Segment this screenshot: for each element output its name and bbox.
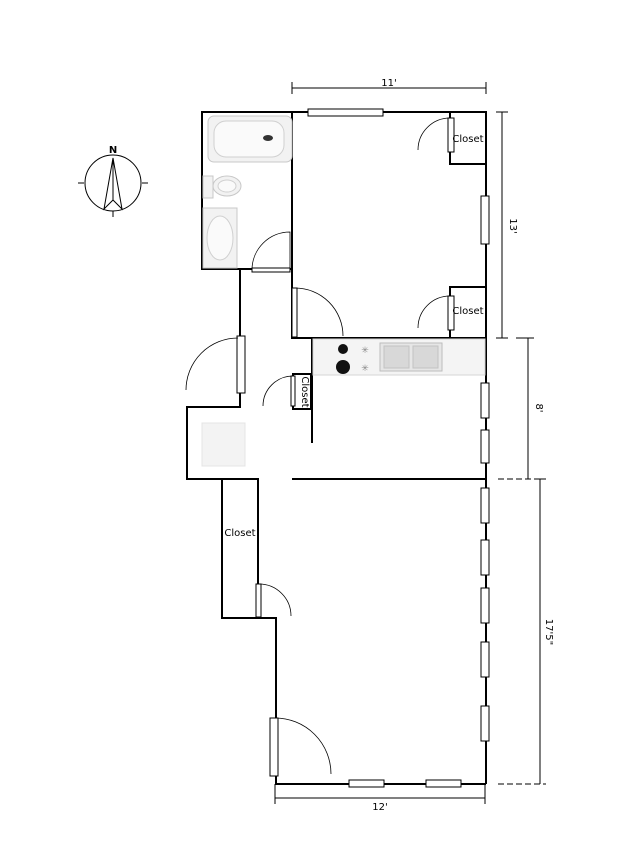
appliance-icon: [201, 422, 246, 467]
door-closet-hall: [290, 375, 296, 407]
door-living: [269, 717, 279, 777]
window-bottom-2: [425, 779, 462, 788]
door-bathroom: [251, 267, 291, 273]
bedroom-walls: [291, 111, 487, 339]
doors: [185, 117, 455, 777]
dimension-right-lower: 17'5": [543, 619, 554, 645]
room-labels: Closet Closet Closet Closet: [224, 134, 483, 539]
label-closet-top-right: Closet: [452, 134, 483, 145]
dimension-bottom: 12': [372, 802, 387, 813]
fixtures: ✳ ✳: [201, 115, 486, 467]
window-kitchen-1: [480, 382, 490, 419]
svg-text:✳: ✳: [361, 346, 369, 356]
north-label: N: [109, 145, 117, 156]
window-living-5: [480, 705, 490, 742]
door-closet-top-right: [447, 117, 455, 153]
window-kitchen-2: [480, 429, 490, 464]
label-closet-left: Closet: [224, 528, 255, 539]
dimension-right-upper: 13': [507, 218, 518, 233]
tub-drain-icon: [263, 135, 273, 141]
window-living-2: [480, 539, 490, 576]
svg-text:✳: ✳: [361, 364, 369, 374]
label-closet-hall: Closet: [299, 376, 310, 407]
window-bedroom-right: [480, 195, 490, 245]
stove-icon: ✳ ✳: [336, 344, 369, 374]
kitchen-sink-icon: [379, 342, 443, 372]
door-closet-left: [255, 583, 262, 618]
vanity-sink-icon: [202, 207, 238, 269]
dimension-right-middle: 8': [533, 403, 544, 412]
closet-left-walls: [222, 478, 259, 618]
window-bottom-1: [348, 779, 385, 788]
window-top: [307, 108, 384, 117]
door-closet-mid-right: [447, 295, 455, 331]
dimension-top: 11': [381, 78, 396, 89]
compass: N: [78, 145, 148, 217]
window-living-1: [480, 487, 490, 524]
windows: [307, 108, 490, 788]
toilet-icon: [202, 175, 242, 199]
window-living-3: [480, 587, 490, 624]
dimension-lines: 11' 13' 8' 17'5" 12': [274, 78, 554, 813]
door-entry: [236, 335, 246, 394]
window-living-4: [480, 641, 490, 678]
label-closet-mid-right: Closet: [452, 306, 483, 317]
door-bedroom: [291, 287, 298, 338]
